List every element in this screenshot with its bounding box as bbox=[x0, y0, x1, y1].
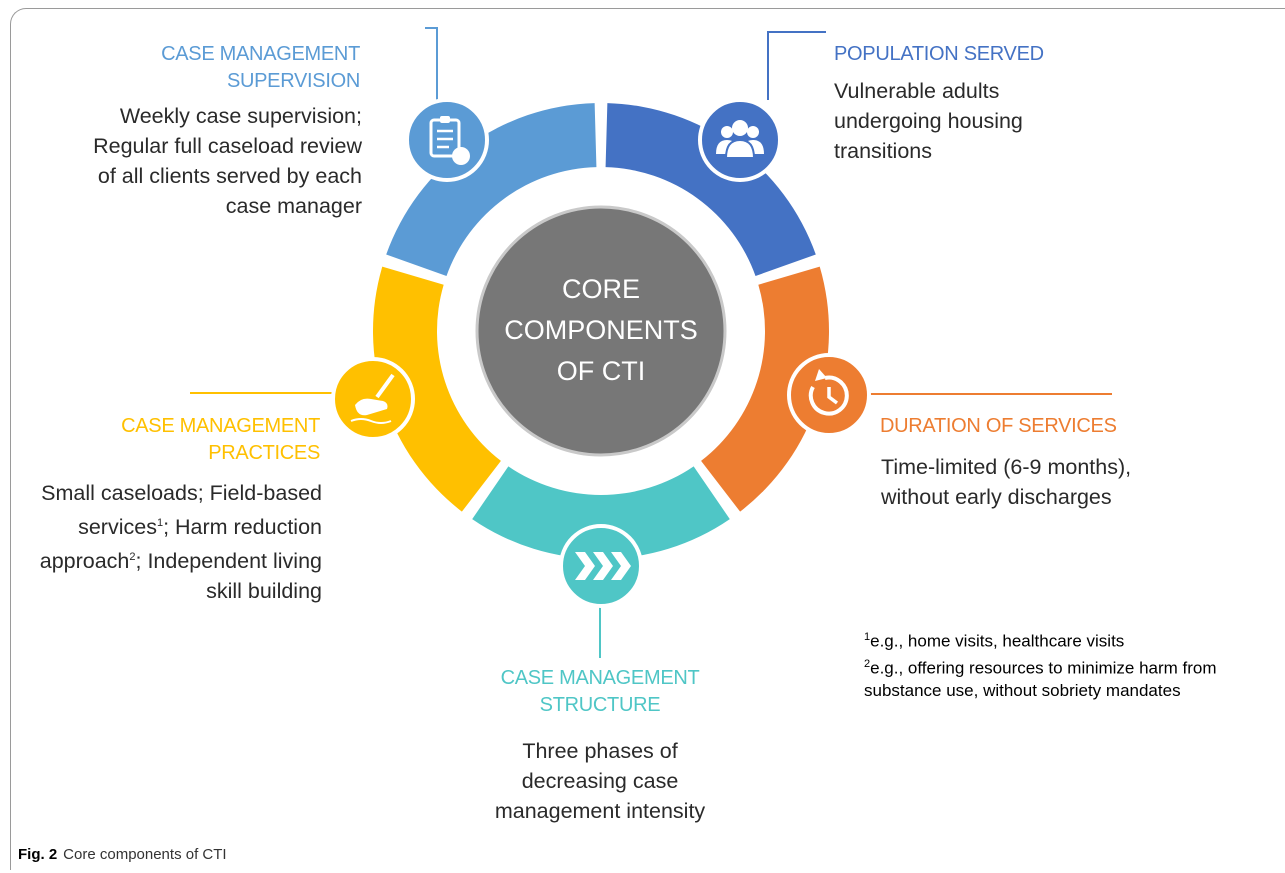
connector-supervision bbox=[425, 27, 438, 100]
people-icon bbox=[698, 98, 782, 182]
clock-icon bbox=[787, 353, 871, 437]
population-description: Vulnerable adults undergoing housing tra… bbox=[834, 79, 1023, 163]
ring bbox=[373, 103, 829, 559]
ring-segment-supervision bbox=[386, 103, 597, 276]
ring-segment-duration bbox=[701, 266, 829, 512]
ring-segment-population bbox=[605, 103, 816, 276]
figure-frame bbox=[10, 8, 1285, 870]
center-label-line-2: COMPONENTS bbox=[504, 315, 698, 345]
caption-label: Fig. 2 bbox=[18, 846, 58, 863]
practices-description: Small caseloads; Field-based services1; … bbox=[39, 481, 322, 604]
caption-text: Core components of CTI bbox=[63, 846, 227, 863]
supervision-title: CASE MANAGEMENT SUPERVISION bbox=[161, 43, 360, 92]
connector-population bbox=[767, 31, 826, 100]
duration-title: DURATION OF SERVICES bbox=[880, 415, 1117, 437]
connector-lines bbox=[190, 27, 1112, 658]
footnote-1: 1e.g., home visits, healthcare visits bbox=[864, 631, 1125, 651]
structure-title: CASE MANAGEMENT STRUCTURE bbox=[500, 667, 700, 716]
duration-description: Time-limited (6-9 months), without early… bbox=[881, 455, 1132, 509]
clipboard-icon bbox=[405, 98, 489, 182]
center-label-line-3: OF CTI bbox=[557, 356, 646, 386]
footnotes: 1e.g., home visits, healthcare visits 2e… bbox=[864, 626, 1217, 702]
structure-description: Three phases of decreasing case manageme… bbox=[494, 739, 706, 823]
population-title: POPULATION SERVED bbox=[834, 43, 1044, 65]
hand-writing-icon bbox=[331, 357, 415, 441]
footnote-2-continued: substance use, without sobriety mandates bbox=[864, 681, 1181, 701]
practices-title: CASE MANAGEMENT PRACTICES bbox=[121, 415, 320, 464]
supervision-description: Weekly case supervision; Regular full ca… bbox=[93, 104, 362, 218]
center-circle bbox=[475, 205, 727, 457]
figure-caption: Fig. 2 Core components of CTI bbox=[18, 846, 227, 863]
footnote-2: 2e.g., offering resources to minimize ha… bbox=[864, 657, 1217, 678]
center-label-line-1: CORE bbox=[562, 274, 640, 304]
chevrons-icon bbox=[559, 524, 643, 608]
ring-segment-practices bbox=[373, 266, 501, 512]
ring-segment-structure bbox=[472, 466, 730, 559]
